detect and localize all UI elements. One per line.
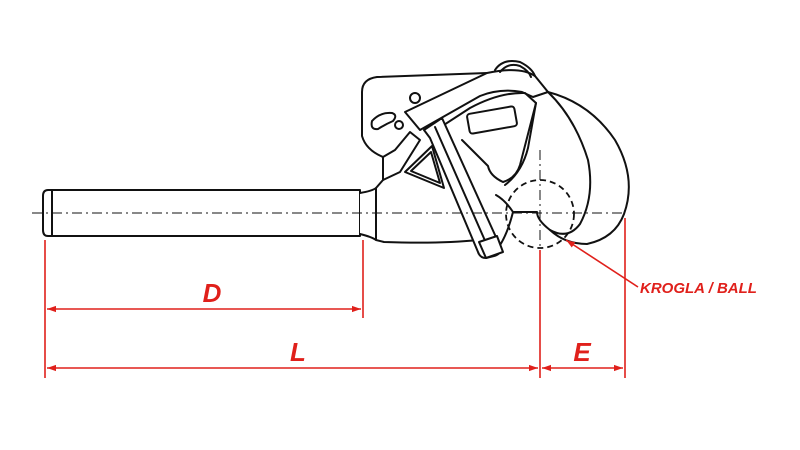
dim-l-label: L — [290, 337, 306, 367]
triangle-cutout-inner — [410, 151, 441, 184]
lever-slot — [370, 111, 397, 131]
shank — [42, 187, 377, 241]
pivot-hole — [409, 92, 421, 104]
dimensions — [44, 218, 639, 378]
bar-bracket — [382, 131, 421, 181]
hook-part — [42, 60, 630, 259]
inner-frame-right — [504, 102, 537, 186]
ball-leader — [565, 239, 639, 288]
dim-e-label: E — [573, 337, 591, 367]
ball-outline — [505, 179, 575, 249]
ball-label: KROGLA / BALL — [640, 280, 757, 297]
pin-hole — [394, 120, 404, 130]
triangle-cutout — [404, 145, 445, 189]
dim-d-label: D — [203, 278, 222, 308]
latch-guard — [404, 60, 549, 131]
locking-bar — [423, 117, 504, 259]
body-slot — [466, 105, 518, 135]
